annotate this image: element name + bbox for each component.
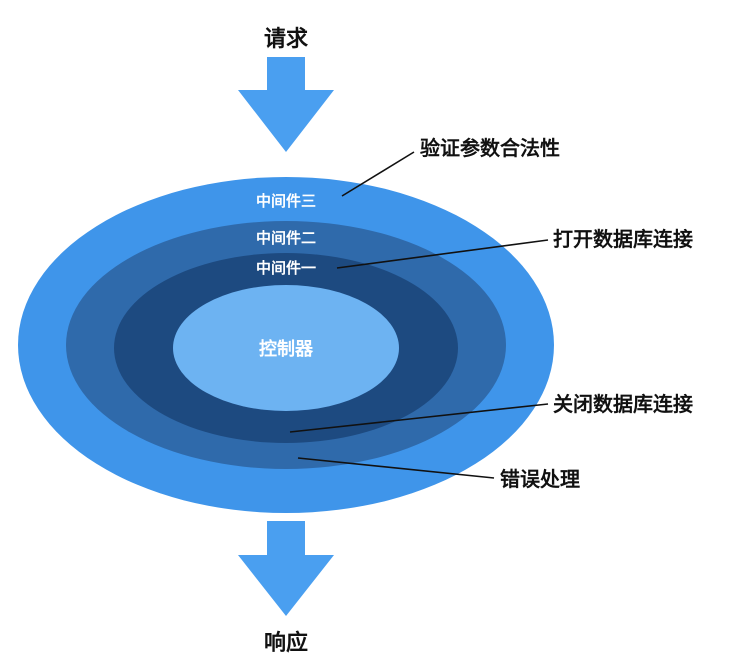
close-db-annotation: 关闭数据库连接 bbox=[553, 392, 693, 416]
validate-params-leader-line bbox=[341, 151, 415, 197]
middle-layer-label: 中间件二 bbox=[256, 229, 316, 247]
response-arrow-icon bbox=[238, 521, 334, 616]
error-handling-annotation: 错误处理 bbox=[500, 467, 580, 491]
core-label: 控制器 bbox=[259, 338, 314, 360]
validate-params-annotation: 验证参数合法性 bbox=[420, 136, 560, 160]
close-db-leader-line bbox=[289, 403, 549, 433]
response-label: 响应 bbox=[264, 630, 308, 656]
request-arrow-icon bbox=[238, 57, 334, 152]
inner-layer-label: 中间件一 bbox=[256, 259, 316, 277]
open-db-leader-line bbox=[336, 239, 549, 269]
request-label: 请求 bbox=[264, 26, 308, 52]
error-handling-leader-line bbox=[297, 457, 495, 479]
core-controller[interactable] bbox=[173, 285, 399, 411]
outer-layer-label: 中间件三 bbox=[256, 192, 316, 210]
open-db-annotation: 打开数据库连接 bbox=[553, 227, 693, 251]
